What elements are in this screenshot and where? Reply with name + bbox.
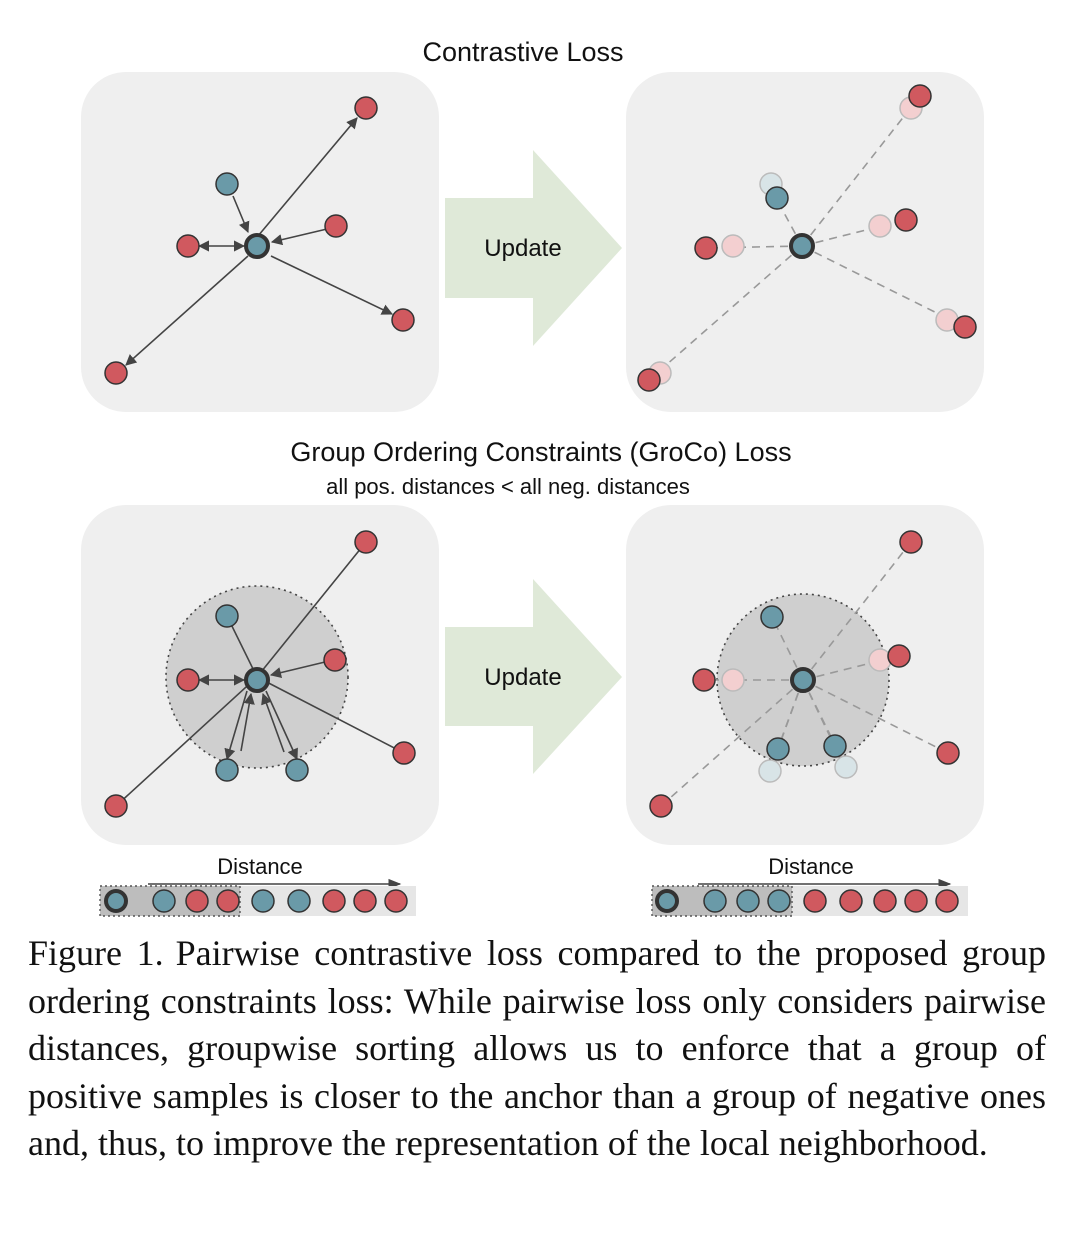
negative-point (391, 308, 415, 332)
update-label-bottom: Update (484, 664, 561, 691)
caption-text: Pairwise contrastive loss compared to th… (28, 933, 1046, 1163)
negative-point (953, 315, 977, 339)
negative-point (176, 668, 200, 692)
negative-point (803, 889, 827, 913)
negative-point (694, 236, 718, 260)
negative-point (104, 361, 128, 385)
contrastive-after-ghost-points (648, 96, 959, 385)
positive-point (736, 889, 760, 913)
negative-point (839, 889, 863, 913)
negative-point (935, 889, 959, 913)
negative-point (637, 368, 661, 392)
negative-point (216, 889, 240, 913)
positive-point (760, 605, 784, 629)
positive-point (285, 758, 309, 782)
negative-point (899, 530, 923, 554)
negative-point (873, 889, 897, 913)
positive-point (823, 734, 847, 758)
negative-point (887, 644, 911, 668)
positive-point (215, 172, 239, 196)
groco-after-ghost-points (721, 648, 892, 783)
distance-bar-left: Distance (99, 854, 416, 917)
distance-bar-right: Distance (651, 854, 968, 917)
negative-point (649, 794, 673, 818)
negative-point (324, 214, 348, 238)
positive-point (766, 737, 790, 761)
update-arrow-top: Update (445, 150, 622, 346)
top-title: Contrastive Loss (422, 37, 623, 67)
negative-point (392, 741, 416, 765)
anchor-point (655, 889, 679, 913)
anchor-point (104, 889, 128, 913)
positive-point (215, 758, 239, 782)
contrastive-after-points (637, 84, 977, 392)
negative-point (908, 84, 932, 108)
distance-label-right: Distance (768, 854, 854, 879)
anchor-point (244, 233, 270, 259)
anchor-point (790, 667, 816, 693)
negative-point (354, 530, 378, 554)
positive-point (215, 604, 239, 628)
groco-before-edges (115, 541, 405, 807)
negative-point (354, 96, 378, 120)
positive-point (287, 889, 311, 913)
negative-point (176, 234, 200, 258)
positive-point (251, 889, 275, 913)
anchor-point (244, 667, 270, 693)
groco-after-points (649, 530, 960, 818)
distance-label-left: Distance (217, 854, 303, 879)
negative-point (894, 208, 918, 232)
negative-point (904, 889, 928, 913)
bottom-title: Group Ordering Constraints (GroCo) Loss (290, 437, 791, 467)
negative-point (323, 648, 347, 672)
figure: Contrastive Loss Group Ordering Constrai… (81, 37, 984, 917)
negative-point (104, 794, 128, 818)
update-label-top: Update (484, 235, 561, 262)
figure-caption: Figure 1.Pairwise contrastive loss compa… (28, 930, 1046, 1168)
groco-before-points (104, 530, 416, 818)
contrastive-before (125, 117, 394, 366)
positive-point (765, 186, 789, 210)
contrastive-before-points (104, 96, 415, 385)
caption-label: Figure 1. (28, 933, 164, 973)
anchor-point (789, 233, 815, 259)
negative-point (185, 889, 209, 913)
negative-point (353, 889, 377, 913)
update-arrow-bottom: Update (445, 579, 622, 774)
negative-point (692, 668, 716, 692)
negative-point (322, 889, 346, 913)
positive-point (767, 889, 791, 913)
positive-point (152, 889, 176, 913)
negative-point (384, 889, 408, 913)
positive-point (703, 889, 727, 913)
negative-point (936, 741, 960, 765)
bottom-subtitle: all pos. distances < all neg. distances (326, 474, 690, 499)
